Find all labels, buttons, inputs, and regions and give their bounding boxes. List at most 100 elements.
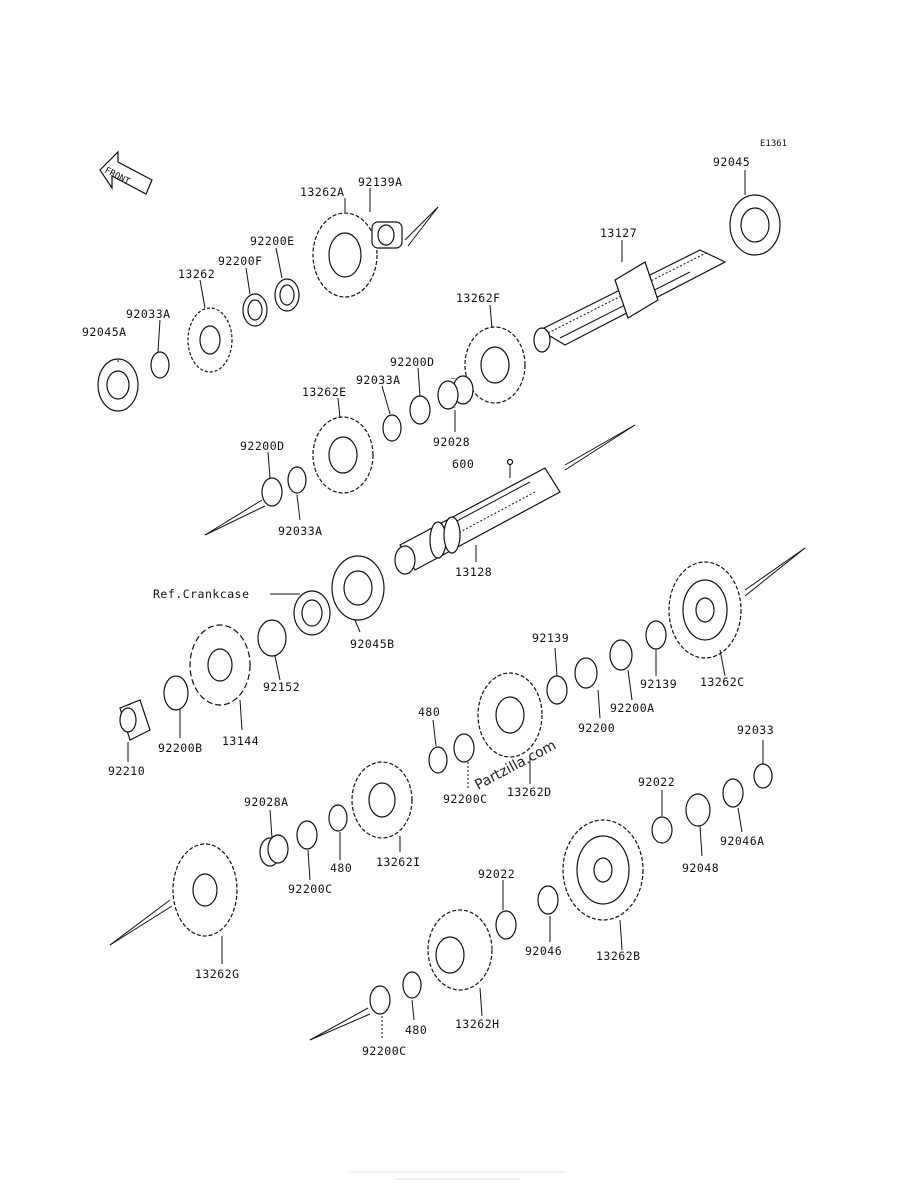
label-13262H: 13262H bbox=[455, 1017, 500, 1031]
label-13262I: 13262I bbox=[376, 855, 421, 869]
label-92045B: 92045B bbox=[350, 637, 395, 651]
label-13262: 13262 bbox=[178, 267, 215, 281]
bearing-92139-left bbox=[546, 675, 568, 705]
label-13128: 13128 bbox=[455, 565, 492, 579]
washer-92200C-low bbox=[369, 985, 391, 1015]
label-92200A: 92200A bbox=[610, 701, 655, 715]
label-92033A-top: 92033A bbox=[126, 307, 171, 321]
washer-92022-right bbox=[651, 816, 673, 844]
label-92200D-upper: 92200D bbox=[390, 355, 435, 369]
washer-92200B bbox=[163, 675, 189, 711]
bearing-92045 bbox=[729, 194, 781, 256]
label-13262G: 13262G bbox=[195, 967, 240, 981]
bearing-92139-right bbox=[645, 620, 667, 650]
label-13262B: 13262B bbox=[596, 949, 641, 963]
label-92210: 92210 bbox=[108, 764, 145, 778]
gear-13262H bbox=[427, 909, 493, 991]
front-arrow-icon: FRONT bbox=[99, 150, 153, 195]
circlip-480-left bbox=[328, 804, 348, 832]
label-92048: 92048 bbox=[682, 861, 719, 875]
part-labels: 92045 13127 92139A 13262A 92200E 92200F … bbox=[82, 155, 774, 1058]
circlip-92033 bbox=[753, 763, 773, 789]
label-92139-right: 92139 bbox=[640, 677, 677, 691]
bearing-92046 bbox=[537, 885, 559, 915]
circlip-92033A-low bbox=[287, 466, 307, 494]
shaft-13127 bbox=[533, 249, 727, 353]
oil-seal bbox=[293, 590, 331, 636]
gear-13262E bbox=[312, 416, 374, 494]
washer-92200D-lower bbox=[261, 477, 283, 507]
label-13262C: 13262C bbox=[700, 675, 745, 689]
label-92046A: 92046A bbox=[720, 834, 765, 848]
washer-92022-left bbox=[495, 910, 517, 940]
gear-13262F bbox=[464, 326, 526, 404]
label-92046: 92046 bbox=[525, 944, 562, 958]
bushing-92028A bbox=[259, 834, 289, 867]
label-92200B: 92200B bbox=[158, 741, 203, 755]
label-13127: 13127 bbox=[600, 226, 637, 240]
gear-13262D bbox=[477, 672, 543, 758]
label-92033A-mid: 92033A bbox=[356, 373, 401, 387]
washer-92200C-mid bbox=[453, 733, 475, 763]
bearing-92045B bbox=[331, 555, 385, 621]
circlip-480-mid bbox=[428, 746, 448, 774]
part-600-marker bbox=[506, 458, 514, 478]
label-480-mid: 480 bbox=[418, 705, 440, 719]
label-13262E: 13262E bbox=[302, 385, 347, 399]
label-92045: 92045 bbox=[713, 155, 750, 169]
label-92139-left: 92139 bbox=[532, 631, 569, 645]
label-480-low: 480 bbox=[405, 1023, 427, 1037]
label-92152: 92152 bbox=[263, 680, 300, 694]
washer-92200C-left bbox=[296, 820, 318, 850]
label-92200D-lower: 92200D bbox=[240, 439, 285, 453]
label-92028A: 92028A bbox=[244, 795, 289, 809]
bearing-92046A bbox=[722, 778, 744, 808]
label-92028: 92028 bbox=[433, 435, 470, 449]
washer-92200F bbox=[242, 293, 268, 327]
gear-13262G bbox=[172, 843, 238, 937]
gear-13262B bbox=[562, 819, 644, 921]
label-13262A: 13262A bbox=[300, 185, 345, 199]
label-480-left: 480 bbox=[330, 861, 352, 875]
bushing-92028 bbox=[437, 375, 474, 410]
circlip-92033A-mid bbox=[382, 414, 402, 442]
gear-13262 bbox=[187, 307, 233, 373]
circlip-480-low bbox=[402, 971, 422, 999]
label-13262D: 13262D bbox=[507, 785, 552, 799]
label-92200E: 92200E bbox=[250, 234, 295, 248]
label-92200: 92200 bbox=[578, 721, 615, 735]
label-92200C-left: 92200C bbox=[288, 882, 333, 896]
label-92200C-low: 92200C bbox=[362, 1044, 407, 1058]
leader-lines bbox=[117, 170, 764, 1040]
washer-92200E bbox=[274, 278, 300, 312]
sprocket-13144 bbox=[189, 624, 251, 706]
label-92033A-low: 92033A bbox=[278, 524, 323, 538]
shaft-13128 bbox=[394, 467, 561, 575]
label-92045A: 92045A bbox=[82, 325, 127, 339]
label-92200C-mid: 92200C bbox=[443, 792, 488, 806]
bearing-92045A bbox=[97, 358, 139, 412]
label-600: 600 bbox=[452, 457, 474, 471]
label-92139A: 92139A bbox=[358, 175, 403, 189]
label-92033: 92033 bbox=[737, 723, 774, 737]
bearing-92139A bbox=[371, 221, 403, 249]
washer-92200D-upper bbox=[409, 395, 431, 425]
collar-92152 bbox=[257, 619, 287, 657]
label-13144: 13144 bbox=[222, 734, 259, 748]
label-92022-left: 92022 bbox=[478, 867, 515, 881]
label-92200F: 92200F bbox=[218, 254, 263, 268]
washer-92200 bbox=[574, 657, 598, 689]
collar-92048 bbox=[685, 793, 711, 827]
circlip-92033A-top bbox=[150, 351, 170, 379]
label-92022-right: 92022 bbox=[638, 775, 675, 789]
label-13262F: 13262F bbox=[456, 291, 501, 305]
gear-13262C bbox=[668, 561, 742, 659]
ref-crankcase-label: Ref.Crankcase bbox=[153, 587, 250, 601]
gear-13262A bbox=[312, 212, 378, 298]
nut-92210 bbox=[119, 699, 151, 741]
diagram-code: E1361 bbox=[760, 139, 787, 149]
gear-13262I bbox=[351, 761, 413, 839]
washer-92200A bbox=[609, 639, 633, 671]
